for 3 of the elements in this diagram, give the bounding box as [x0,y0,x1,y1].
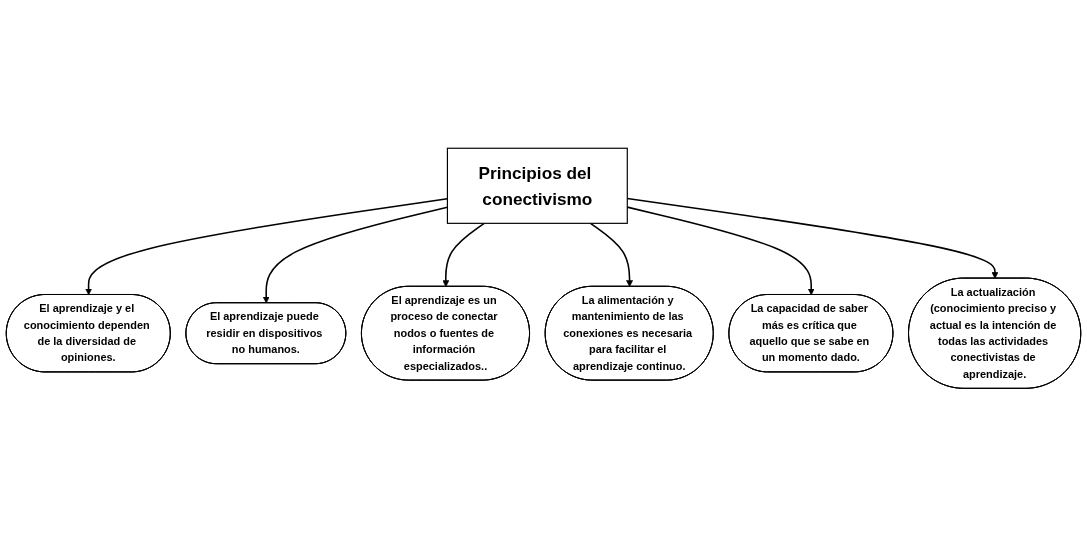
arrow [442,222,485,288]
arrow [589,222,633,288]
node-box: Principios del conectivismo [446,147,628,225]
